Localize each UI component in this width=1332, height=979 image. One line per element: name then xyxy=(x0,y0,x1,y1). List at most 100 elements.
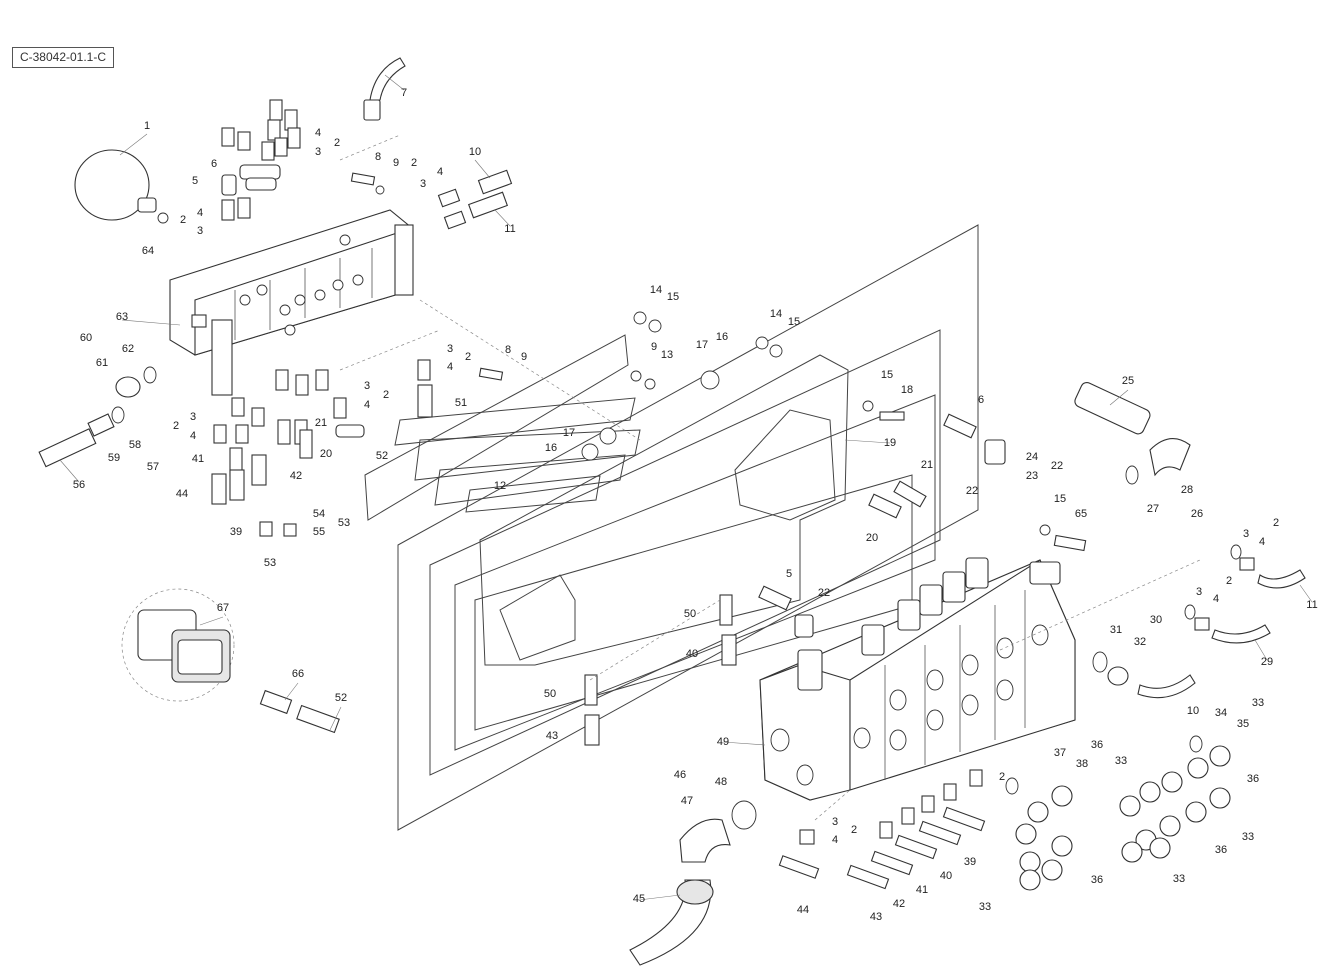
callout-label: 33 xyxy=(1173,873,1185,885)
callout-label: 57 xyxy=(147,461,159,473)
callout-label: 25 xyxy=(1122,375,1134,387)
callout-label: 64 xyxy=(142,245,154,257)
reference-code-label: C-38042-01.1-C xyxy=(12,47,114,68)
callout-label: 4 xyxy=(832,834,838,846)
callout-label: 3 xyxy=(1243,528,1249,540)
hose-45 xyxy=(629,800,757,966)
callout-label: 3 xyxy=(420,178,426,190)
callout-label: 2 xyxy=(173,420,179,432)
callout-label: 61 xyxy=(96,357,108,369)
callout-label: 3 xyxy=(364,380,370,392)
callout-label: 16 xyxy=(545,442,557,454)
callout-label: 36 xyxy=(1091,874,1103,886)
callout-label: 37 xyxy=(1054,747,1066,759)
upper-valve-block xyxy=(169,209,414,396)
callout-label: 53 xyxy=(338,517,350,529)
callout-label: 15 xyxy=(881,369,893,381)
callout-label: 2 xyxy=(334,137,340,149)
callout-label: 29 xyxy=(1261,656,1273,668)
outlet-fittings xyxy=(1005,735,1231,891)
callout-label: 9 xyxy=(393,157,399,169)
callout-label: 33 xyxy=(1115,755,1127,767)
callout-label: 52 xyxy=(335,692,347,704)
control-valve-bank xyxy=(759,557,1076,801)
callout-label: 49 xyxy=(717,736,729,748)
callout-label: 66 xyxy=(292,668,304,680)
callout-label: 24 xyxy=(1026,451,1038,463)
callout-label: 4 xyxy=(364,399,370,411)
callout-label: 2 xyxy=(851,824,857,836)
right-hoses xyxy=(1074,382,1306,699)
callout-label: 2 xyxy=(1226,575,1232,587)
callout-label: 3 xyxy=(197,225,203,237)
callout-label: 11 xyxy=(504,223,515,235)
callout-label: 53 xyxy=(264,557,276,569)
callout-label: 14 xyxy=(650,284,662,296)
callout-label: 4 xyxy=(437,166,443,178)
callout-label: 39 xyxy=(964,856,976,868)
callout-label: 33 xyxy=(979,901,991,913)
callout-label: 10 xyxy=(1187,705,1199,717)
callout-label: 27 xyxy=(1147,503,1159,515)
callout-label: 17 xyxy=(696,339,708,351)
callout-label: 2 xyxy=(1273,517,1279,529)
callout-label: 44 xyxy=(797,904,809,916)
callout-label: 36 xyxy=(1215,844,1227,856)
callout-label: 9 xyxy=(521,351,527,363)
callout-label: 55 xyxy=(313,526,325,538)
callout-label: 48 xyxy=(715,776,727,788)
callout-label: 2 xyxy=(411,157,417,169)
callout-label: 42 xyxy=(290,470,302,482)
hose-7 xyxy=(363,57,406,121)
callout-label: 3 xyxy=(190,411,196,423)
callout-label: 8 xyxy=(375,151,381,163)
callout-label: 36 xyxy=(1247,773,1259,785)
lower-fittings xyxy=(778,769,986,890)
callout-label: 22 xyxy=(966,485,978,497)
callout-label: 5 xyxy=(786,568,792,580)
callout-label: 15 xyxy=(788,316,800,328)
callout-label: 46 xyxy=(674,769,686,781)
callout-label: 50 xyxy=(544,688,556,700)
callout-label: 20 xyxy=(866,532,878,544)
callout-label: 3 xyxy=(832,816,838,828)
callout-label: 33 xyxy=(1242,831,1254,843)
left-fittings xyxy=(38,314,207,468)
callout-label: 63 xyxy=(116,311,128,323)
callout-label: 65 xyxy=(1075,508,1087,520)
callout-label: 39 xyxy=(230,526,242,538)
callout-label: 20 xyxy=(320,448,332,460)
callout-label: 36 xyxy=(1091,739,1103,751)
callout-label: 2 xyxy=(180,214,186,226)
leader-lines xyxy=(59,74,1313,901)
callout-label: 6 xyxy=(978,394,984,406)
callout-label: 67 xyxy=(217,602,229,614)
callout-label: 45 xyxy=(633,893,645,905)
callout-label: 8 xyxy=(505,344,511,356)
callout-label: 16 xyxy=(716,331,728,343)
callout-label: 43 xyxy=(546,730,558,742)
display-module xyxy=(121,588,235,702)
callout-label: 60 xyxy=(80,332,92,344)
callout-label: 12 xyxy=(494,480,506,492)
callout-label: 42 xyxy=(893,898,905,910)
callout-label: 2 xyxy=(465,351,471,363)
central-fittings xyxy=(581,311,1087,746)
top-fittings xyxy=(221,99,301,221)
callout-label: 26 xyxy=(1191,508,1203,520)
callout-label: 14 xyxy=(770,308,782,320)
callout-label: 19 xyxy=(884,437,896,449)
mounting-plates xyxy=(364,224,979,831)
callout-label: 52 xyxy=(376,450,388,462)
callout-label: 40 xyxy=(940,870,952,882)
callout-label: 35 xyxy=(1237,718,1249,730)
callout-label: 9 xyxy=(651,341,657,353)
callout-label: 54 xyxy=(313,508,325,520)
callout-label: 28 xyxy=(1181,484,1193,496)
callout-label: 1 xyxy=(144,120,150,132)
callout-label: 4 xyxy=(447,361,453,373)
callout-label: 41 xyxy=(192,453,204,465)
callout-label: 4 xyxy=(1259,536,1265,548)
callout-label: 5 xyxy=(192,175,198,187)
